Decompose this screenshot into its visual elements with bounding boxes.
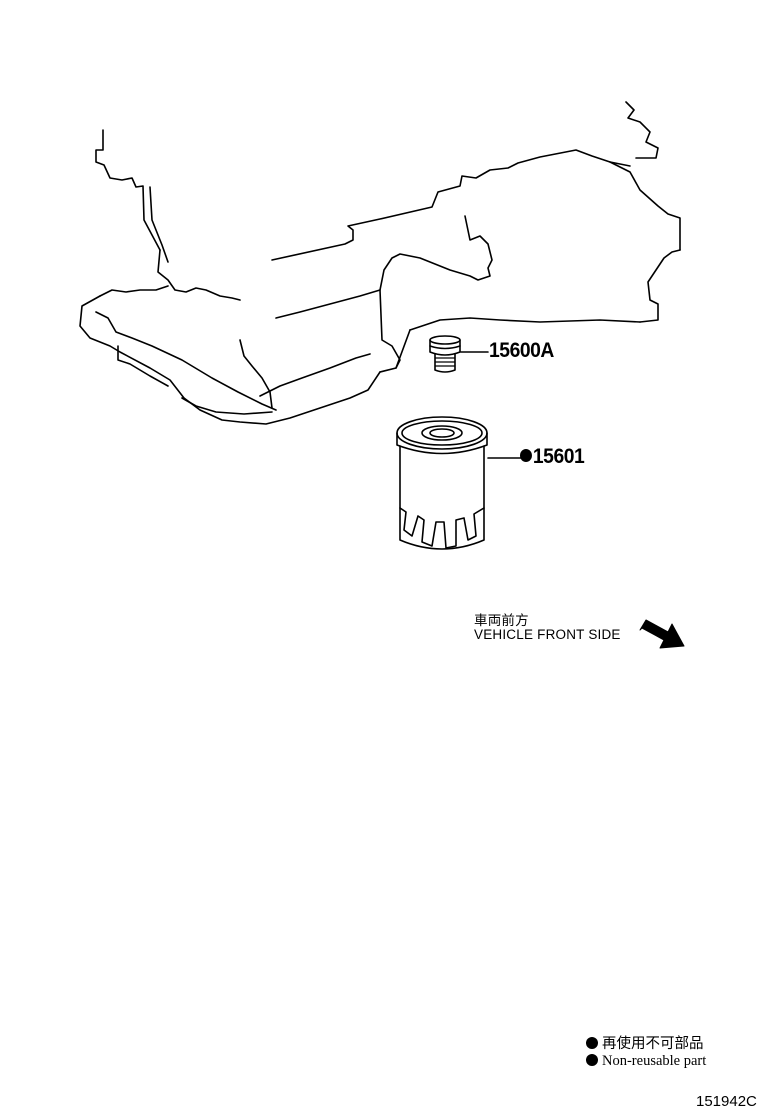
filled-circle-icon (586, 1037, 598, 1049)
oil-filter-drawing (396, 416, 488, 550)
legend-row-jp: 再使用不可部品 (586, 1032, 704, 1053)
legend-text-en: Non-reusable part (602, 1053, 707, 1069)
engine-block-outline (79, 101, 681, 425)
part-number-15600A[interactable]: 15600A (489, 339, 554, 362)
filled-circle-icon (586, 1054, 598, 1066)
drawing-id: 151942C (696, 1093, 757, 1110)
legend-text-jp: 再使用不可部品 (602, 1036, 704, 1052)
direction-label-en: VEHICLE FRONT SIDE (474, 627, 621, 642)
oil-drain-plug-drawing (429, 335, 461, 373)
non-reusable-marker-icon (520, 449, 532, 462)
arrow-down-right-icon (639, 619, 685, 649)
part-number-15601[interactable]: 15601 (520, 445, 585, 469)
direction-label-jp: 車両前方 (474, 613, 529, 628)
legend-row-en: Non-reusable part (586, 1053, 706, 1070)
part-number-15601-text: 15601 (532, 445, 585, 468)
